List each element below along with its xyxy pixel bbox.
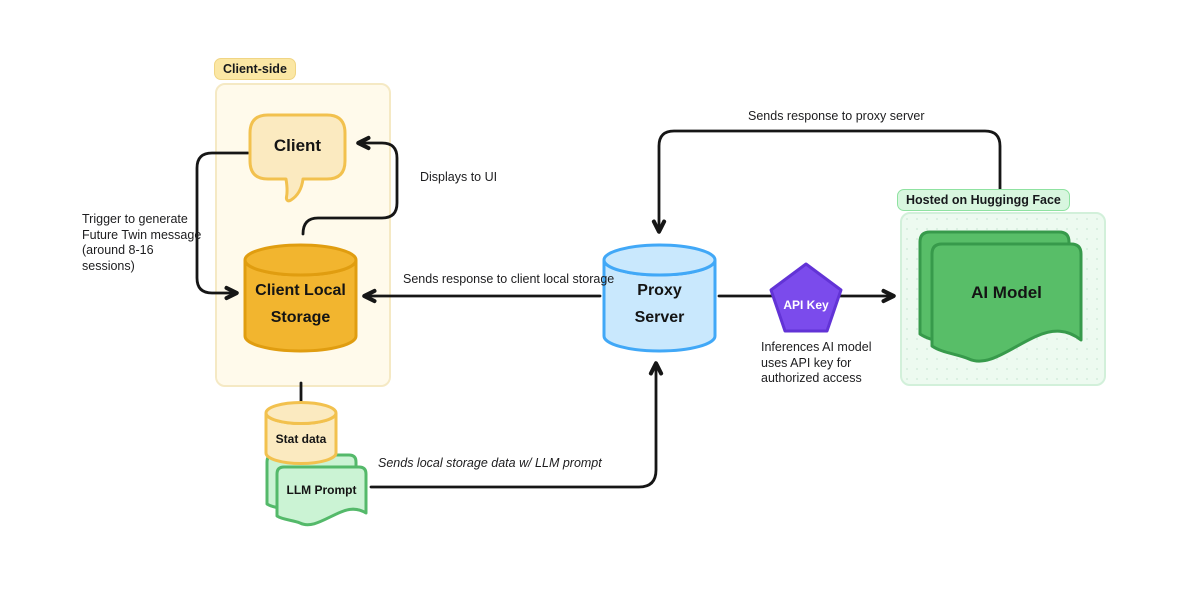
inference-label-line3: authorized access bbox=[761, 371, 862, 386]
client-node[interactable]: Client bbox=[248, 113, 347, 203]
hugging-face-badge: Hosted on Huggingg Face bbox=[897, 189, 1070, 211]
cylinder-icon bbox=[264, 401, 338, 465]
api-key-node[interactable]: API Key bbox=[769, 262, 843, 334]
ai-model-node[interactable]: AI Model bbox=[930, 242, 1083, 364]
inference-label-line1: Inferences AI model bbox=[761, 340, 872, 354]
document-icon bbox=[930, 242, 1083, 363]
trigger-label-line3: (around 8-16 bbox=[82, 243, 154, 258]
edge-displays-to-ui-arrow bbox=[301, 135, 399, 236]
pentagon-icon bbox=[769, 262, 843, 333]
trigger-label-line1: Trigger to generate bbox=[82, 212, 188, 226]
trigger-label: Trigger to generate Future Twin message … bbox=[82, 212, 201, 274]
llm-prompt-node[interactable]: LLM Prompt bbox=[275, 465, 368, 529]
client-local-storage-node[interactable]: Client Local Storage bbox=[243, 243, 358, 353]
edge-trigger-arrow bbox=[195, 151, 250, 301]
cylinder-icon bbox=[243, 243, 358, 353]
document-icon bbox=[275, 465, 368, 527]
client-side-badge: Client-side bbox=[214, 58, 296, 80]
sends-response-proxy-label: Sends response to proxy server bbox=[748, 109, 925, 123]
trigger-label-line2: Future Twin message bbox=[82, 227, 202, 242]
stat-data-node[interactable]: Stat data bbox=[264, 401, 338, 467]
displays-to-ui-label: Displays to UI bbox=[420, 170, 498, 184]
edge-llm-to-proxy-arrow bbox=[369, 361, 664, 489]
speech-bubble-icon bbox=[248, 113, 347, 203]
inference-label: Inferences AI model uses API key for aut… bbox=[761, 340, 871, 387]
edge-response-to-proxy-arrow bbox=[651, 129, 1002, 234]
sends-local-storage-label: Sends local storage data w/ LLM prompt bbox=[378, 456, 602, 470]
cylinder-icon bbox=[602, 243, 717, 353]
inference-label-line2: uses API key for bbox=[761, 355, 852, 370]
proxy-server-node[interactable]: Proxy Server bbox=[602, 243, 717, 353]
sends-response-client-label: Sends response to client local storage bbox=[403, 272, 615, 286]
trigger-label-line4: sessions) bbox=[82, 258, 135, 273]
